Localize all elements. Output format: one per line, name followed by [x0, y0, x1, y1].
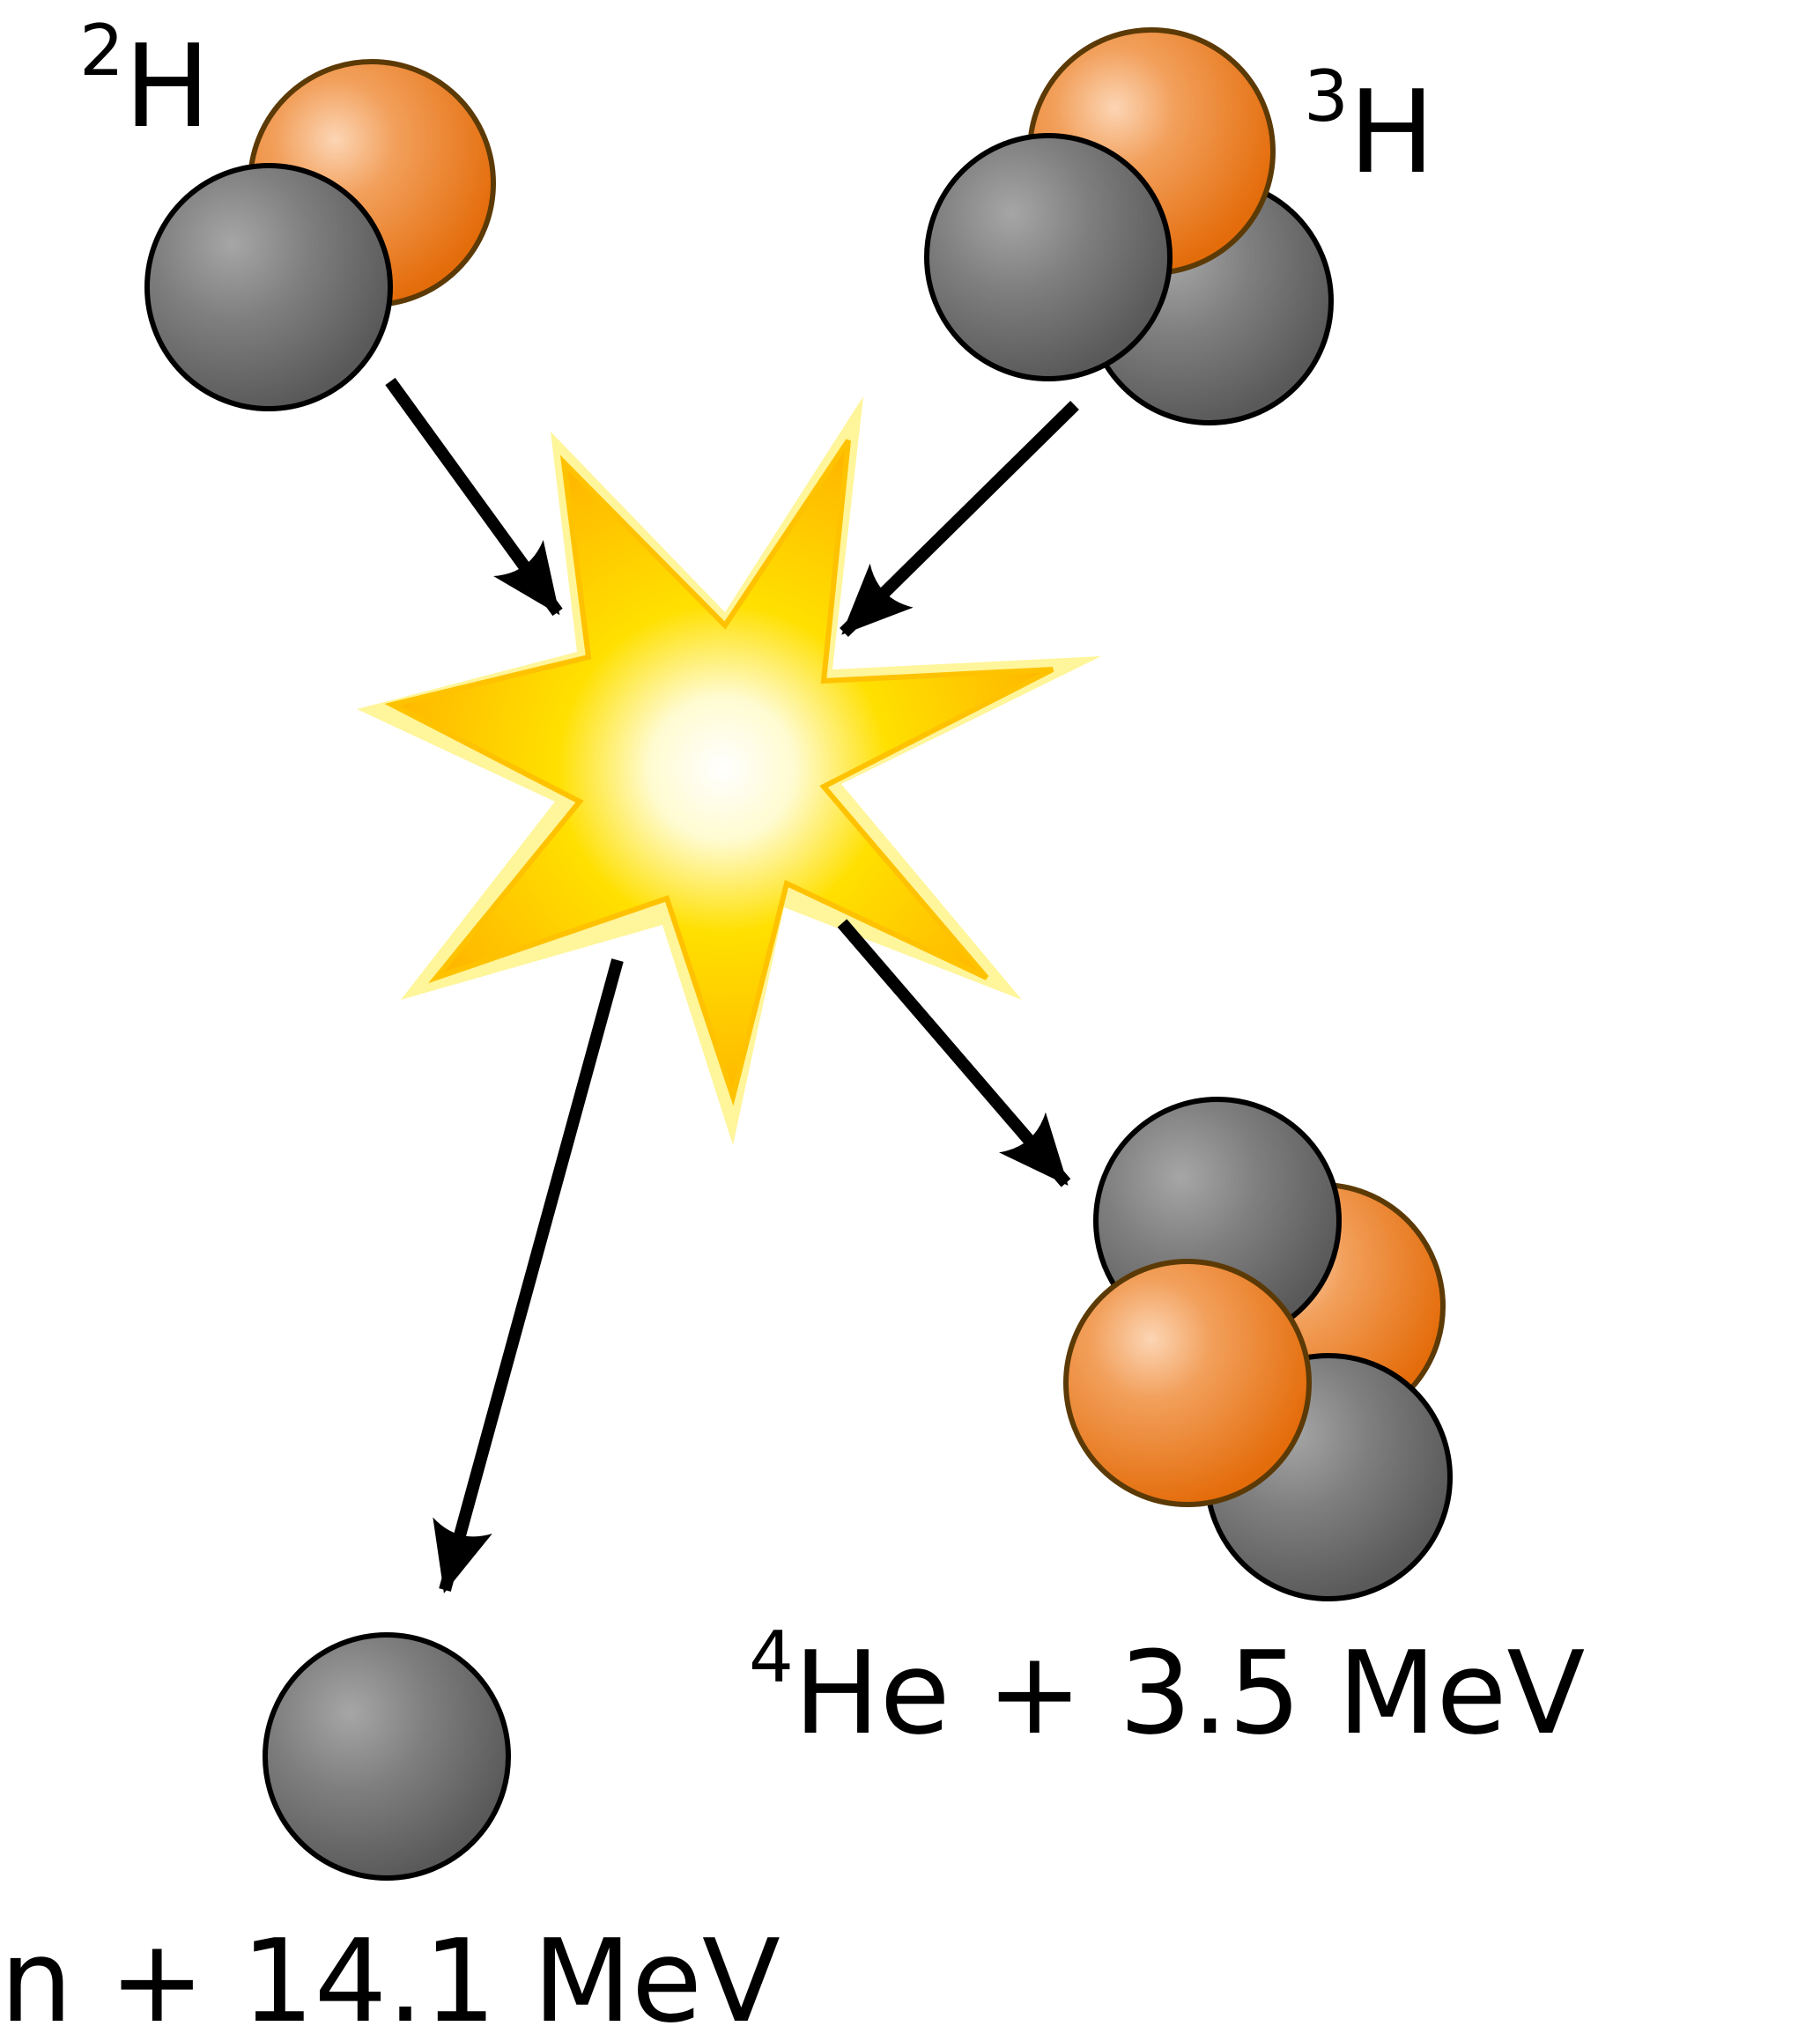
neutron-label: n + 14.1 MeV [0, 1914, 781, 2026]
neutron-icon [924, 133, 1173, 381]
tritium-symbol: H [1349, 65, 1435, 199]
neutron-icon [263, 1632, 511, 1881]
tritium-mass-number: 3 [1304, 55, 1349, 137]
helium-symbol: He [794, 1626, 951, 1760]
tritium-nucleus [924, 27, 1334, 425]
neutron-symbol: n [0, 1914, 72, 2026]
deuterium-label: 2H [79, 10, 211, 153]
helium-mass-number: 4 [749, 1616, 794, 1698]
deuterium-mass-number: 2 [79, 10, 124, 92]
helium-nucleus [1063, 1097, 1453, 1601]
helium-energy: + 3.5 MeV [951, 1626, 1586, 1760]
helium-label: 4He + 3.5 MeV [749, 1616, 1585, 1760]
tritium-label: 3H [1304, 55, 1435, 199]
reaction-arrows [385, 377, 1079, 1593]
proton-icon [1063, 1259, 1312, 1507]
deuterium-to-fusion-arrow [385, 377, 563, 617]
tritium-to-fusion-arrow [840, 401, 1079, 637]
fusion-to-neutron-arrow [433, 958, 624, 1593]
deuterium-nucleus [144, 59, 496, 411]
free-neutron [263, 1632, 511, 1881]
fusion-explosion-icon [357, 396, 1101, 1145]
fusion-to-helium-arrow [837, 919, 1071, 1187]
neutron-icon [144, 163, 393, 411]
neutron-energy: + 14.1 MeV [72, 1914, 780, 2026]
deuterium-symbol: H [124, 19, 211, 153]
